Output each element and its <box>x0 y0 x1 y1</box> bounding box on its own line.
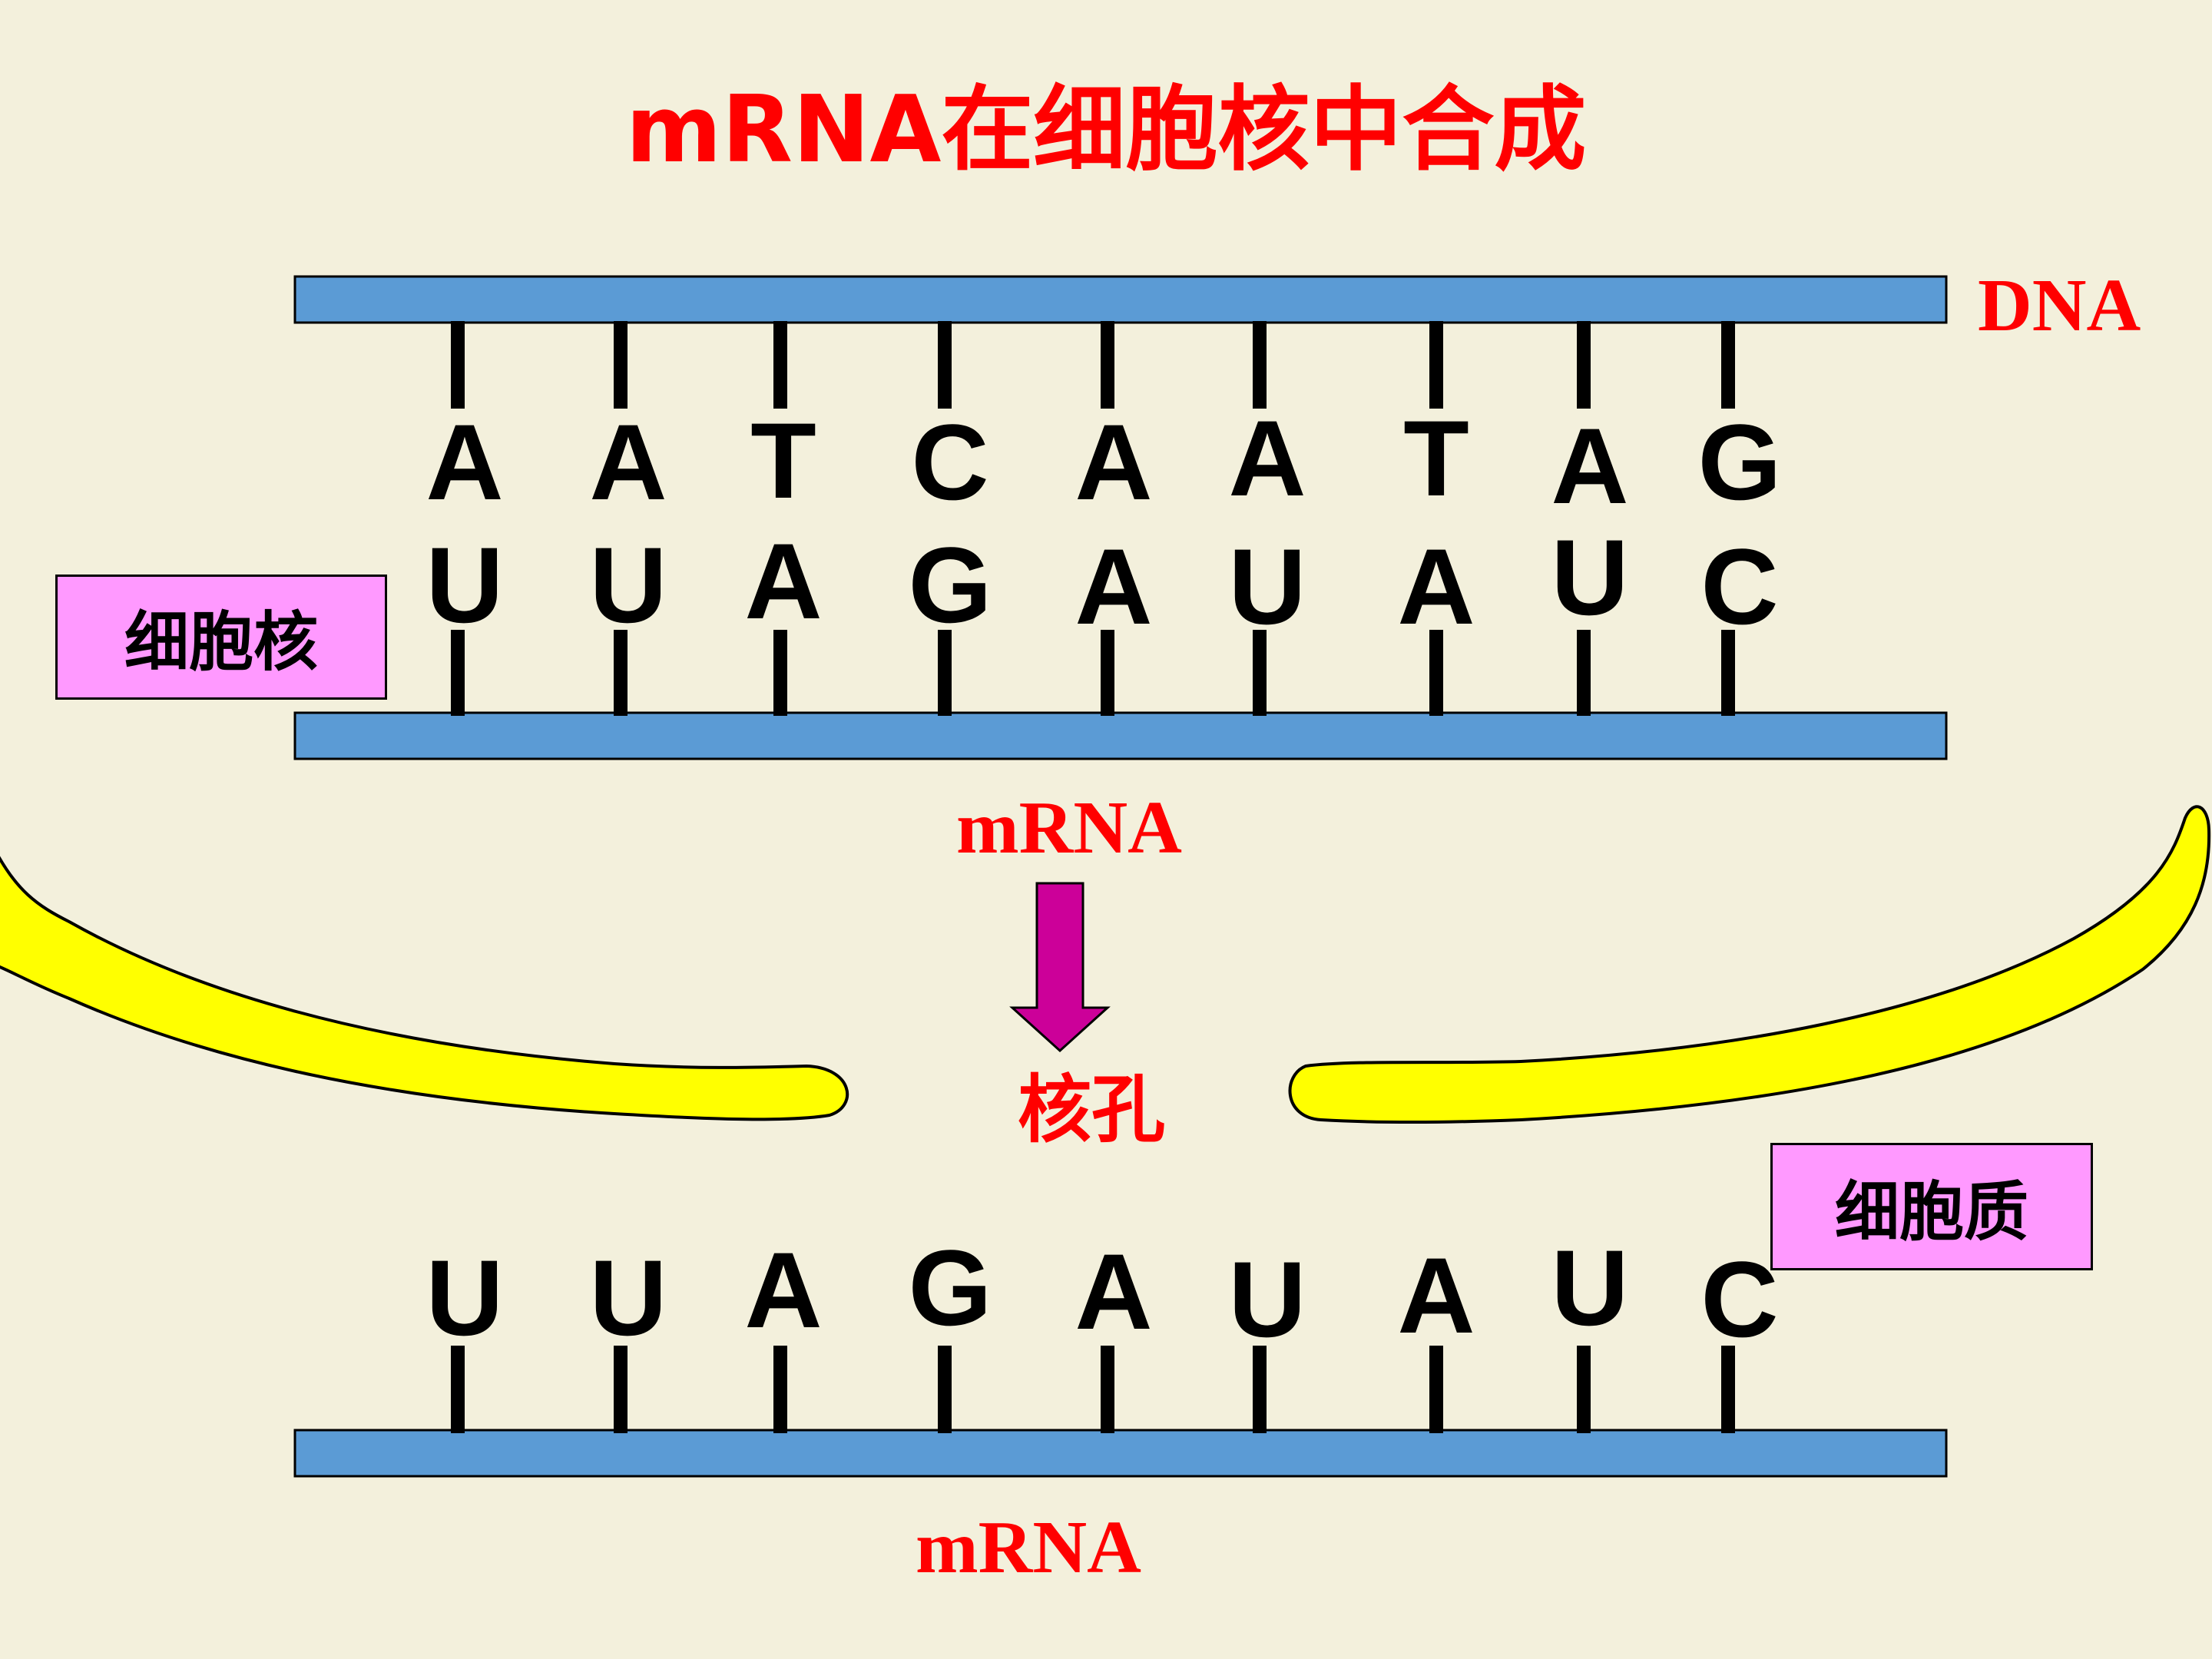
mrna-base: G <box>909 525 992 645</box>
nuclear-envelope-left <box>0 856 849 1121</box>
nuclear-envelope-right <box>1288 805 2211 1124</box>
mrna-base-exported: U <box>426 1237 503 1358</box>
dna-base: A <box>1551 406 1628 526</box>
dna-base: T <box>750 400 816 521</box>
mrna-strand-nucleus <box>293 711 1948 760</box>
mrna-label-nucleus: mRNA <box>956 786 1182 869</box>
dna-base: A <box>589 402 667 522</box>
mrna-base: A <box>744 521 822 641</box>
dna-base: A <box>1075 402 1152 522</box>
mrna-base: U <box>589 525 667 645</box>
dna-base: A <box>426 402 503 522</box>
dna-label: DNA <box>1978 264 2141 347</box>
mrna-base-exported: U <box>589 1237 667 1358</box>
dna-template-strand <box>293 275 1948 324</box>
mrna-base: A <box>1397 526 1475 647</box>
mrna-base: C <box>1700 526 1778 647</box>
mrna-base-exported: A <box>744 1230 822 1350</box>
cytoplasm-label: 细胞质 <box>1834 1173 2028 1250</box>
mrna-base-exported: G <box>909 1227 992 1348</box>
mrna-base-exported: C <box>1700 1239 1778 1359</box>
mrna-base: U <box>1228 526 1306 647</box>
mrna-base-exported: U <box>1228 1239 1306 1359</box>
dna-base: T <box>1403 398 1469 518</box>
mrna-base-exported: A <box>1075 1231 1152 1352</box>
nucleus-label-box: 细胞核 <box>55 575 387 700</box>
slide-title: mRNA在细胞核中合成 <box>625 77 1587 184</box>
mrna-strand-cytoplasm <box>293 1429 1948 1478</box>
mrna-base: A <box>1075 526 1152 647</box>
mrna-base-exported: A <box>1397 1235 1475 1356</box>
dna-base: C <box>911 402 988 522</box>
mrna-base: U <box>1551 517 1628 637</box>
cytoplasm-label-box: 细胞质 <box>1770 1143 2093 1270</box>
export-arrow <box>1009 882 1111 1053</box>
mrna-label-cytoplasm: mRNA <box>916 1506 1141 1589</box>
mrna-base: U <box>426 525 503 645</box>
dna-base: A <box>1228 398 1306 518</box>
dna-base: G <box>1698 402 1782 522</box>
nuclear-pore-label: 核孔 <box>1018 1066 1165 1153</box>
nucleus-label: 细胞核 <box>124 604 318 680</box>
mrna-base-exported: U <box>1551 1227 1628 1348</box>
